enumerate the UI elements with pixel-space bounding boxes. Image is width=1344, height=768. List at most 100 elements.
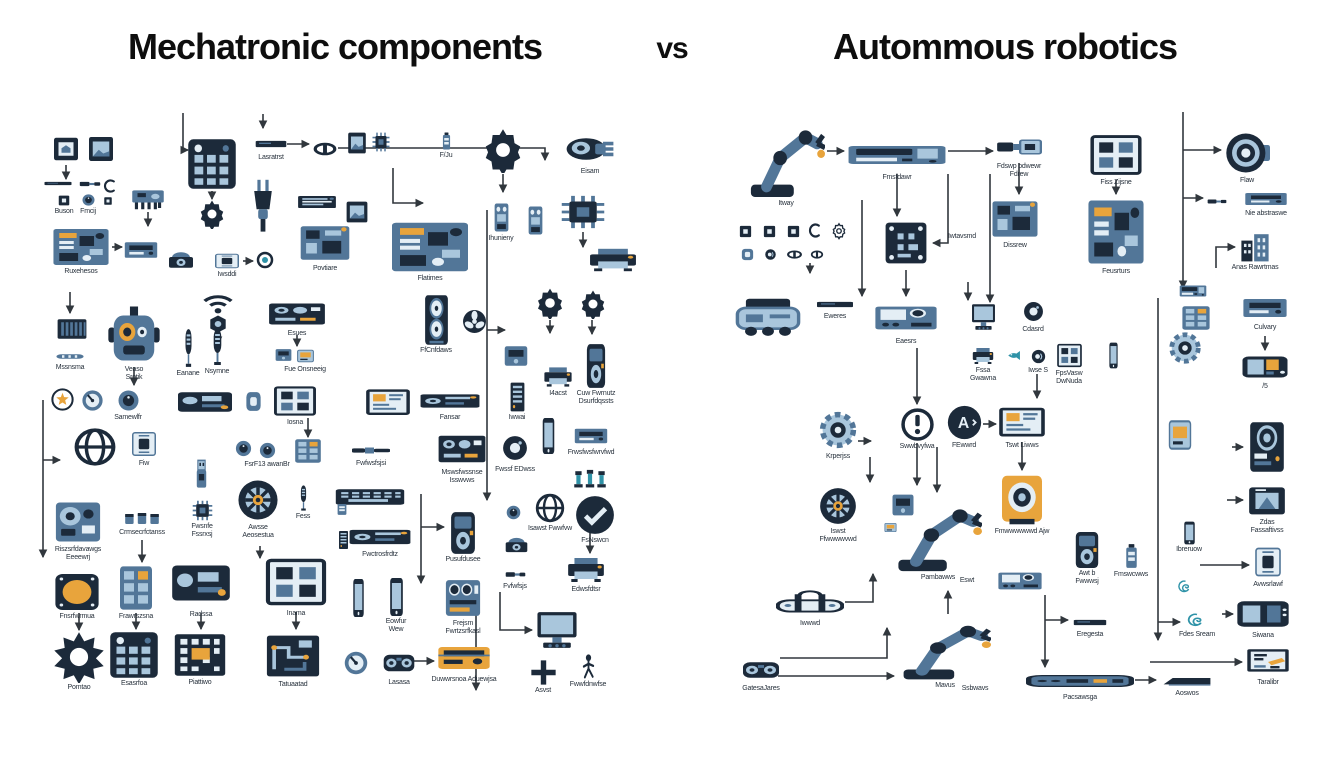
connector-line <box>180 113 190 155</box>
node-label: Iwwai <box>508 414 526 421</box>
node-phonedual: Siwana <box>1236 597 1290 639</box>
node-label: Aoswos <box>1175 689 1199 697</box>
node-bigboard: Feusrturs <box>1087 197 1145 275</box>
node-gearcam <box>1166 329 1204 367</box>
node-tabletsc: Tswt Liwws <box>998 405 1046 449</box>
bigboard-icon <box>1087 197 1145 267</box>
connector-line <box>1215 242 1237 268</box>
node-excl: Swwbvyfwa <box>900 407 935 450</box>
wedge-icon <box>1161 672 1213 689</box>
node-box: Eweres <box>815 297 855 320</box>
node-label: Duwwrsnoa Aduewjsa <box>431 676 497 683</box>
node-arm: Itway <box>747 117 825 207</box>
boxlabel-icon <box>1241 293 1289 323</box>
node-dialpanel <box>1246 421 1288 473</box>
node-label: Esues <box>287 330 307 337</box>
node-cardchip: Fiw <box>129 429 159 467</box>
node-panel: Esues <box>266 299 328 337</box>
node-oval <box>810 248 824 261</box>
node-rsq <box>740 247 755 262</box>
node-label: Lasasa <box>388 679 410 686</box>
node-sq <box>786 224 801 239</box>
node-label: Eswt <box>959 577 975 584</box>
node-mic: Nsymne <box>205 327 229 375</box>
node-phone: Ibreruow <box>1176 521 1202 553</box>
node-bigboard: Flatimes <box>390 220 470 282</box>
node-gearo <box>830 222 848 240</box>
node-label: Anas Rawrtmas <box>1231 264 1279 271</box>
node-label: Tatuaatad <box>278 681 308 688</box>
node-label: /5 <box>1262 383 1268 390</box>
node-connh: Fwfwsfsjsi <box>351 442 391 467</box>
node-console: Pacsawsga <box>1026 669 1134 701</box>
node-gearstar: Pomtao <box>53 631 105 691</box>
node-label: Povtiare <box>312 265 338 272</box>
printer3d-icon <box>1246 482 1288 518</box>
node-modo: Fue Onsneeig <box>284 347 326 373</box>
node-printer: Fssa Gwawna <box>970 346 996 382</box>
node-label: Veaso Srotik <box>124 366 144 382</box>
node-board: Povtiare <box>298 222 352 272</box>
node-label: Iwse S <box>1028 366 1048 374</box>
node-label: Iwwwd <box>799 620 821 627</box>
node-acirc: FEwwrd <box>946 404 983 449</box>
node-label: Mavus <box>935 682 955 689</box>
node-label: Iosna <box>286 419 304 426</box>
arm-icon <box>894 497 982 573</box>
node-label: Flaw <box>1240 177 1254 184</box>
node-label: Eowfur Wew <box>385 618 407 634</box>
node-plugsm <box>1206 195 1228 208</box>
node-circuit: Tatuaatad <box>264 632 322 688</box>
node-gridwin: FpsVasw DwNuda <box>1056 342 1083 385</box>
node-label: Frwsfwsfwrvfwd <box>567 449 615 456</box>
node-label: Cuw Fwrnutz Dsurfdqssts <box>576 390 616 406</box>
node-label: Fwsnfe Fssrxsj <box>191 522 213 538</box>
node-boxlabel: Nie abstraswe <box>1243 189 1289 217</box>
node-label: Eanane <box>176 370 200 377</box>
swirl-icon <box>1185 610 1209 630</box>
sq-icon <box>738 224 753 239</box>
node-gridwin: Inama <box>263 555 329 617</box>
node-bigboard: Ruxehesos <box>52 227 110 275</box>
node-gamepad: Lasasa <box>382 648 416 686</box>
node-donut: Fwssf EDwss <box>495 431 535 473</box>
node-spkknob: Awt b Fwwwsj <box>1071 531 1103 585</box>
gearcam-icon <box>1166 329 1204 367</box>
node-label: Avwsrlawf <box>1253 581 1283 588</box>
node-server: Iwwai <box>506 381 529 421</box>
node-label: Eweres <box>823 312 847 320</box>
node-qr <box>882 219 930 267</box>
node-label: Fiss Zijsne <box>1100 179 1132 186</box>
sq-icon <box>762 224 777 239</box>
arm-icon <box>899 615 991 681</box>
node-swirl: Fdes Sream <box>1179 610 1215 638</box>
node-chip: Fwsnfe Fssrxsj <box>191 499 214 538</box>
arm-icon <box>747 117 825 199</box>
node-label: Iwtavsmd <box>948 233 976 240</box>
swirl-icon <box>1176 577 1195 596</box>
node-label: Fue Onsneeig <box>284 366 326 373</box>
node-wheel: Iswst Ffwwwwvwd <box>817 485 859 543</box>
node-label: Radssa <box>189 611 213 618</box>
cardchip-icon <box>1252 544 1284 580</box>
node-sq <box>762 224 777 239</box>
battery-icon <box>1122 542 1141 570</box>
node-label: FsNswcn <box>581 537 609 544</box>
node-mic: Fess <box>296 484 310 520</box>
node-phone <box>1106 342 1121 369</box>
node-printer3d: Zdas Fassaftivss <box>1246 482 1288 534</box>
node-globe: Isawst Fwwfvw <box>528 492 572 532</box>
node-radiorow: Fwctrosfrdtz <box>348 524 412 558</box>
node-label: Siwana <box>1252 632 1274 639</box>
node-wheel: Awsse Aeosestua <box>235 477 281 539</box>
phone-icon <box>1106 342 1121 369</box>
plc-icon <box>872 299 940 337</box>
sq-icon <box>786 224 801 239</box>
camorange-icon <box>997 473 1047 527</box>
node-pill: Mssnsma <box>54 350 86 371</box>
node-label: Itway <box>778 200 794 207</box>
node-label: Ruxehesos <box>64 268 98 275</box>
node-gearcam: Krperjss <box>816 408 860 460</box>
